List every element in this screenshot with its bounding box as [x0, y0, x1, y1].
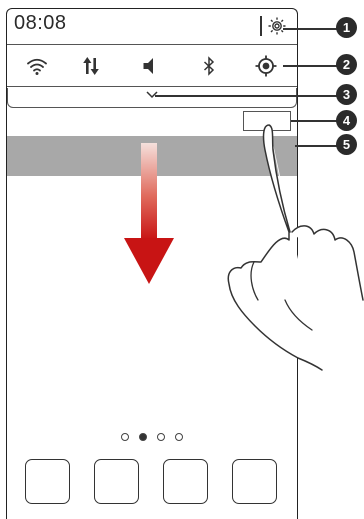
down-arrow-icon — [124, 143, 174, 284]
callout-line-5 — [295, 145, 337, 147]
callout-1: 1 — [336, 17, 357, 38]
app-icon[interactable] — [94, 459, 139, 504]
app-icon[interactable] — [232, 459, 277, 504]
callout-line-4 — [291, 120, 337, 122]
page-dot[interactable] — [175, 433, 183, 441]
page-dot-active[interactable] — [139, 433, 147, 441]
callout-line-3 — [155, 95, 337, 97]
app-icon[interactable] — [163, 459, 208, 504]
callout-5: 5 — [336, 134, 357, 155]
callout-4: 4 — [336, 110, 357, 131]
callout-line-1 — [283, 28, 337, 30]
page-indicator — [119, 433, 189, 443]
page-dot[interactable] — [121, 433, 129, 441]
app-icon[interactable] — [25, 459, 70, 504]
hand-icon — [228, 125, 363, 370]
callout-line-2 — [283, 65, 337, 67]
page-dot[interactable] — [157, 433, 165, 441]
callout-2: 2 — [336, 54, 357, 75]
callout-3: 3 — [336, 84, 357, 105]
